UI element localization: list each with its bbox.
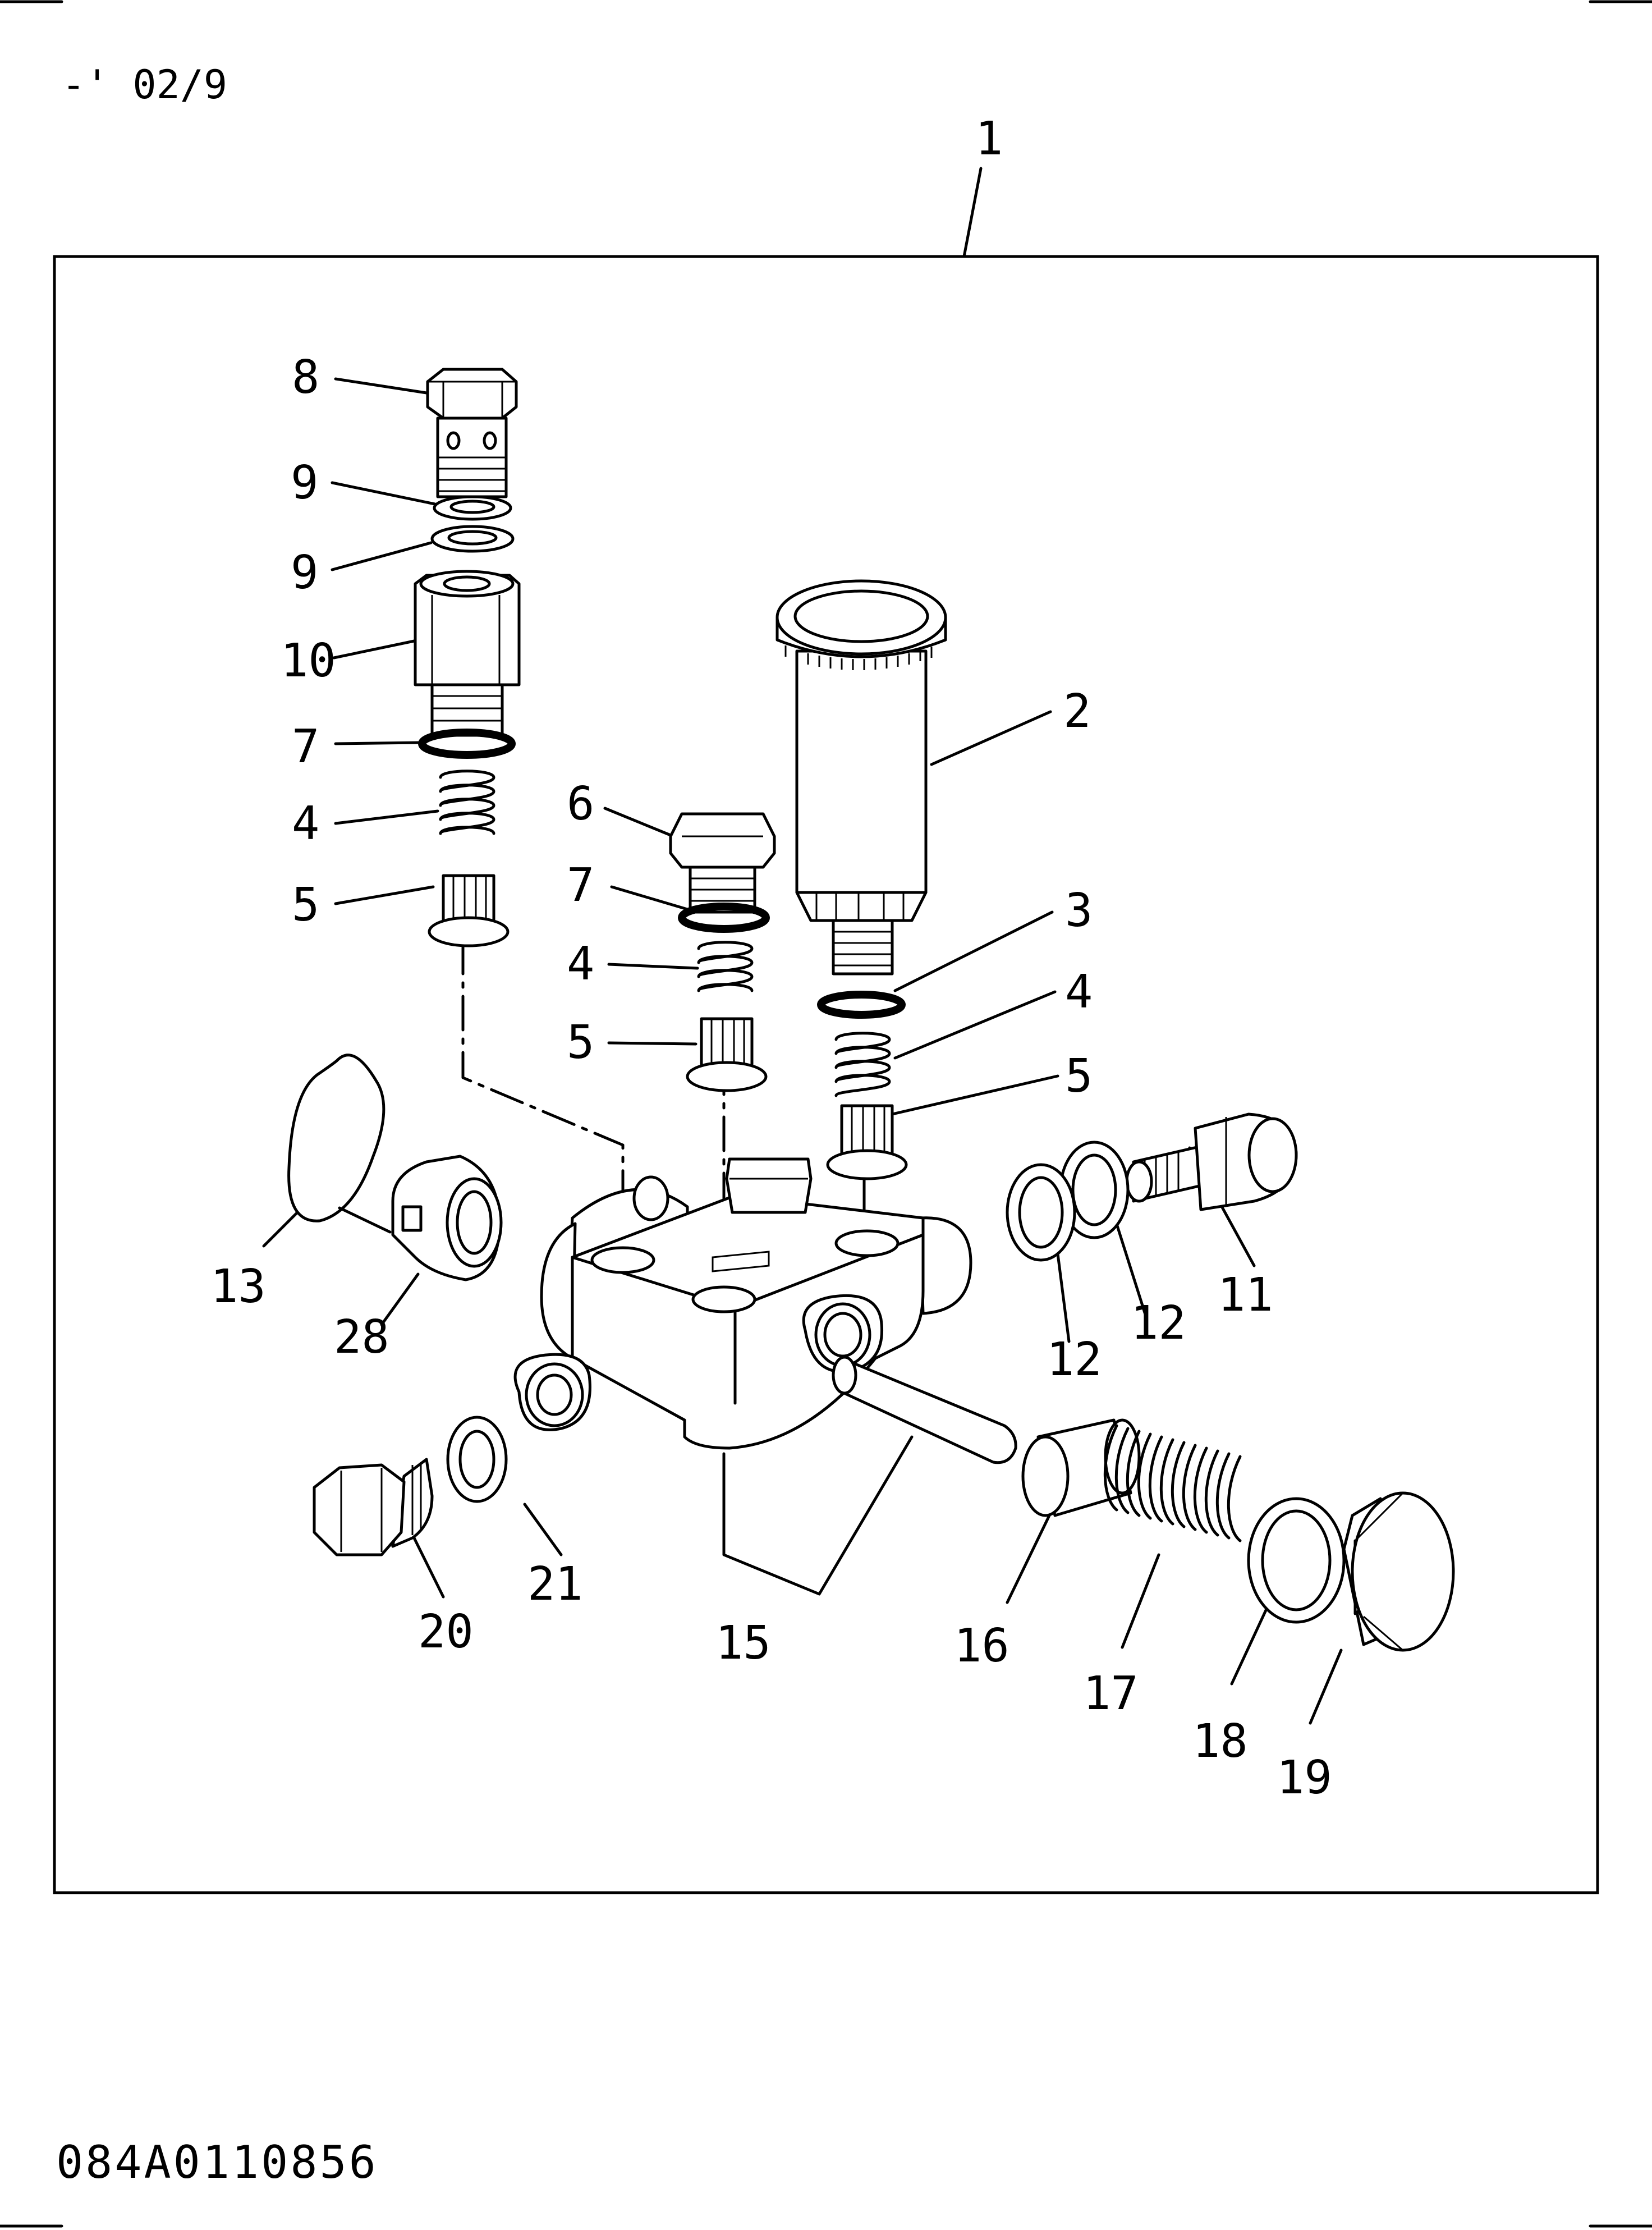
- callout-18: 18: [1192, 1715, 1248, 1768]
- part-7-oring-center: [678, 903, 770, 933]
- callout-10: 10: [281, 634, 336, 688]
- callout-7-center: 7: [567, 859, 594, 912]
- callout-4-left: 4: [292, 797, 319, 850]
- part-8-hollow-bolt: [426, 368, 518, 498]
- part-2-priming-pump: [775, 579, 947, 976]
- part-17-spring: [1103, 1424, 1242, 1542]
- part-12-gasket-front: [1006, 1163, 1076, 1262]
- assembly-frame: [53, 255, 1599, 1894]
- part-4-spring-left: [439, 770, 495, 835]
- callout-3: 3: [1065, 884, 1093, 937]
- callout-8: 8: [292, 351, 319, 404]
- callout-12-rear: 12: [1131, 1297, 1186, 1350]
- callout-12-front: 12: [1047, 1333, 1102, 1386]
- part-7-oring-left: [418, 729, 516, 759]
- shaft: [832, 1356, 1017, 1464]
- callout-7-left: 7: [292, 720, 319, 773]
- callout-16: 16: [954, 1619, 1009, 1673]
- callout-4-center: 4: [567, 937, 594, 991]
- callouts: 1 8 9 9 10 7 4 5 6 7 4 5 2 3 4 5 11 12 1…: [210, 112, 1332, 1805]
- callout-9-upper: 9: [291, 456, 318, 510]
- callout-28: 28: [334, 1311, 389, 1364]
- part-9-washer-upper: [433, 495, 512, 521]
- part-10-adapter: [414, 570, 521, 737]
- part-4-spring-center: [697, 941, 754, 992]
- part-15-pump-body: [513, 1157, 972, 1450]
- callout-2: 2: [1063, 685, 1091, 738]
- callout-1: 1: [975, 112, 1003, 166]
- part-5-valve-center: [686, 1017, 768, 1092]
- part-19-cap-nut: [1342, 1491, 1455, 1652]
- part-5-valve-right: [826, 1104, 908, 1180]
- callout-4-right: 4: [1065, 965, 1093, 1019]
- part-21-washer: [446, 1416, 508, 1503]
- part-18-gasket: [1247, 1497, 1346, 1624]
- revision-label: -' 02/9: [62, 62, 227, 108]
- drawing-number: 084A0110856: [56, 2136, 378, 2188]
- callout-19: 19: [1277, 1751, 1332, 1805]
- callout-17: 17: [1083, 1667, 1139, 1720]
- part-3-oring-pump: [817, 991, 906, 1019]
- callout-11: 11: [1218, 1269, 1273, 1322]
- callout-20: 20: [418, 1605, 474, 1659]
- part-11-banjo-bolt: [1125, 1112, 1298, 1211]
- part-9-washer-lower: [430, 525, 515, 553]
- callout-5-left: 5: [292, 878, 319, 932]
- part-28-filter-cap: [391, 1155, 503, 1281]
- callout-15: 15: [715, 1617, 771, 1670]
- part-20-bolt: [313, 1458, 434, 1556]
- callout-5-right: 5: [1065, 1050, 1093, 1103]
- callout-13: 13: [210, 1260, 266, 1313]
- part-4-spring-right: [834, 1032, 891, 1097]
- part-12-gasket-rear: [1059, 1141, 1130, 1239]
- part-5-valve-left: [428, 874, 510, 947]
- callout-9-lower: 9: [291, 546, 318, 599]
- part-6-plug: [669, 812, 776, 914]
- callout-5-center: 5: [567, 1016, 594, 1069]
- callout-6: 6: [567, 777, 594, 831]
- callout-21: 21: [527, 1558, 583, 1611]
- part-13-snap-ring: [287, 1054, 386, 1222]
